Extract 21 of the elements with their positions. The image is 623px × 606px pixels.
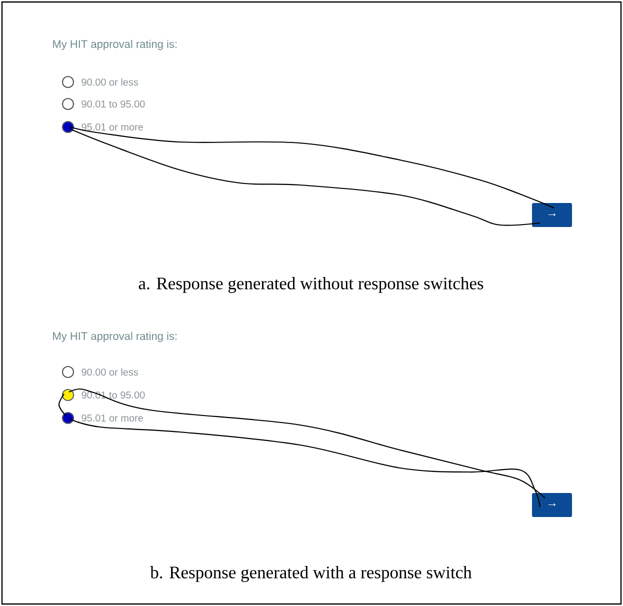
- caption: b. Response generated with a response switch: [150, 566, 472, 582]
- caption: a. Response generated without response switches: [138, 277, 484, 293]
- node-label: 90.01 to 95.00: [82, 100, 145, 108]
- node-label: 90.00 or less: [82, 368, 138, 376]
- mouse-trajectory: [68, 388, 546, 498]
- radio-option: 90.01 to 95.00: [62, 98, 145, 110]
- radio-option: 95.01 or more: [62, 412, 143, 424]
- node-label: 95.01 or more: [82, 414, 143, 422]
- mouse-trajectory: [70, 128, 540, 226]
- radio-option: 90.00 or less: [62, 366, 138, 378]
- next-button: →: [532, 493, 572, 517]
- next-button: →: [532, 203, 572, 227]
- mouse-trajectory: [58, 394, 66, 416]
- question-text: My HIT approval rating is:: [53, 332, 176, 342]
- mouse-trajectory: [70, 126, 554, 208]
- node-label: 90.00 or less: [82, 78, 138, 86]
- radio-option: 95.01 or more: [62, 120, 143, 134]
- node-label: 95.01 or more: [82, 123, 143, 131]
- mouse-trajectory: [70, 418, 541, 508]
- question-text: My HIT approval rating is:: [53, 40, 176, 50]
- radio-option: 90.00 or less: [62, 76, 138, 88]
